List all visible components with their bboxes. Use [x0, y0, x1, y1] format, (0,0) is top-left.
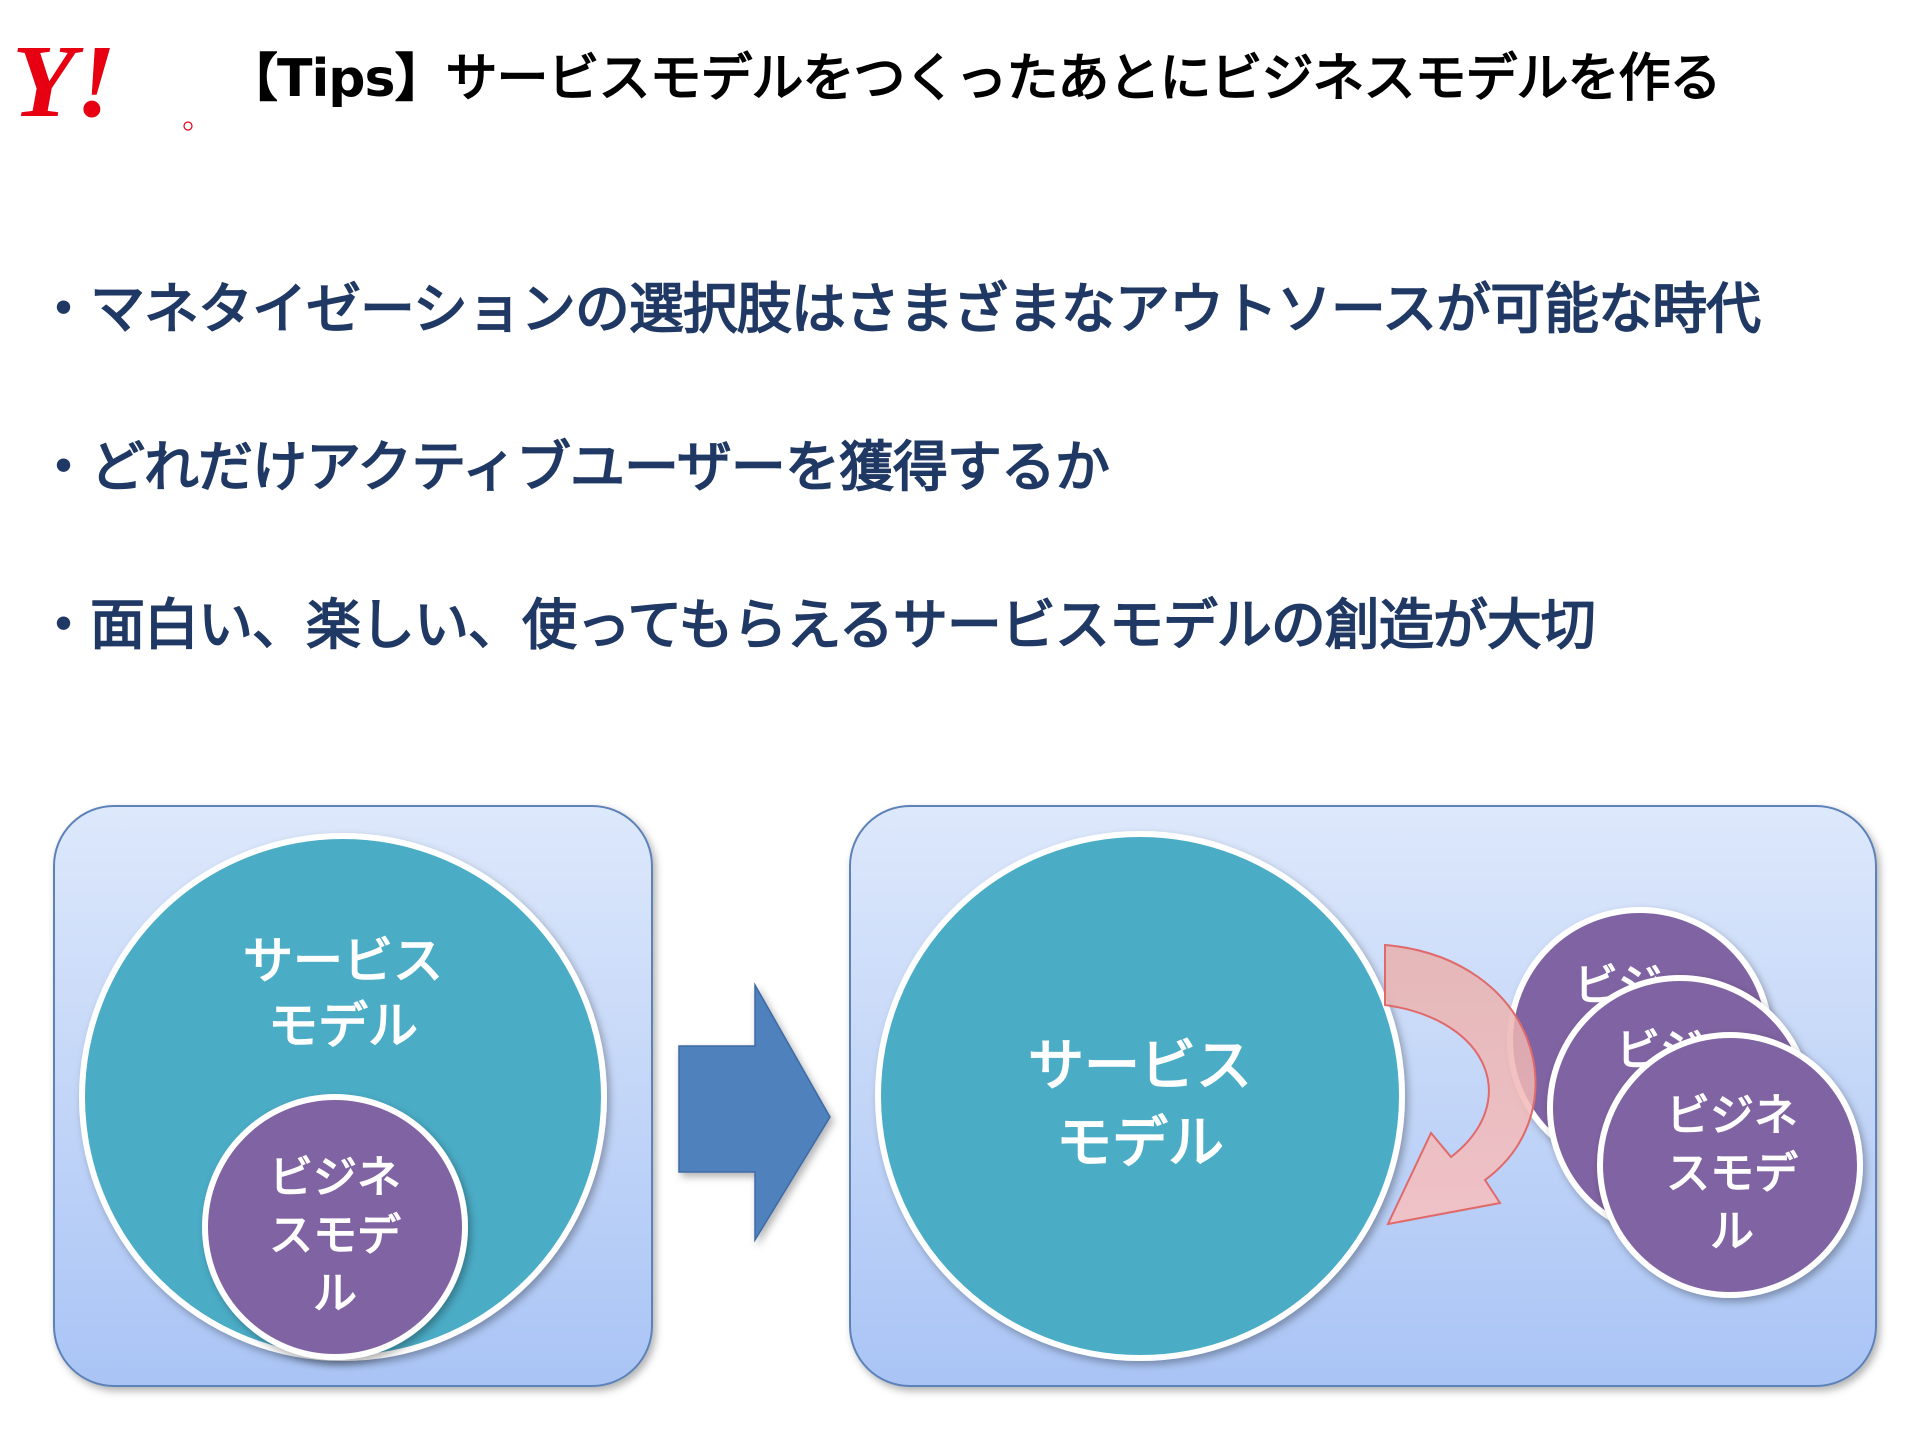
model-diagram: サービス モデル ビジネ スモデ ル サービス モデル ビジ ビジ ビジネ スモ… [53, 805, 1877, 1387]
service-model-label: サービス [243, 932, 443, 990]
bullet-point: ・どれだけアクティブユーザーを獲得するか [36, 435, 1110, 499]
business-model-label: ビジネ [1666, 1090, 1798, 1141]
service-model-label: モデル [1056, 1111, 1224, 1176]
slide-title: 【Tips】サービスモデルをつくったあとにビジネスモデルを作る [226, 49, 1721, 109]
business-model-label: ル [1710, 1206, 1754, 1257]
business-model-label: スモデ [269, 1210, 402, 1261]
service-model-label: サービス [1028, 1034, 1252, 1099]
business-model-label: ル [313, 1268, 357, 1319]
service-model-circle [875, 831, 1405, 1361]
service-model-label: モデル [268, 997, 418, 1055]
bullet-point: ・面白い、楽しい、使ってもらえるサービスモデルの創造が大切 [36, 593, 1596, 657]
svg-text:Y!: Y! [12, 26, 116, 136]
bullet-point: ・マネタイゼーションの選択肢はさまざまなアウトソースが可能な時代 [36, 277, 1761, 341]
business-model-circle [202, 1094, 468, 1360]
yahoo-logo: Y! [12, 26, 193, 136]
business-model-label: スモデ [1666, 1148, 1799, 1199]
right-arrow-icon [678, 982, 831, 1243]
business-model-label: ビジネ [269, 1152, 401, 1203]
business-model-circle [1597, 1032, 1863, 1298]
curved-arrow-icon [1384, 943, 1537, 1226]
